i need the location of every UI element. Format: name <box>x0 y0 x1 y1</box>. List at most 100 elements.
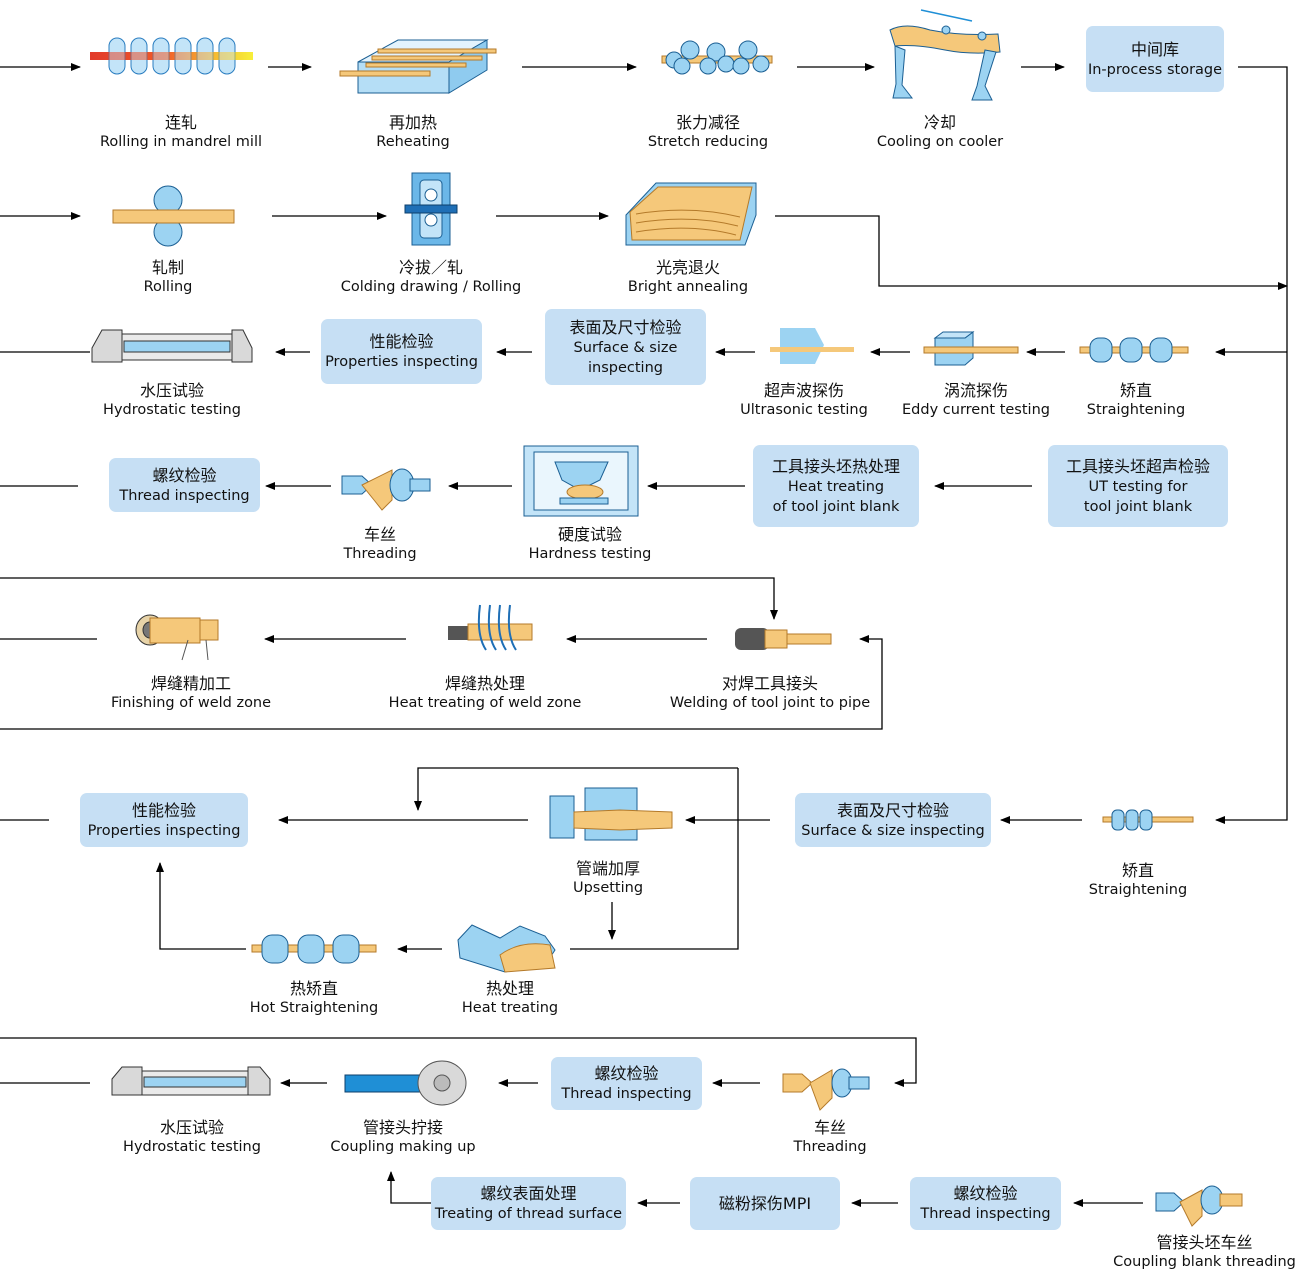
heat-treatment-furnace-icon <box>457 924 556 973</box>
upsetting-press-icon <box>549 787 673 841</box>
rolling-icon <box>112 185 235 247</box>
step-label-en: In-process storage <box>1087 61 1223 78</box>
step-label-en: Stretch reducing <box>647 134 769 150</box>
connector-line <box>414 767 738 811</box>
step-label-cn: 性能检验 <box>369 332 434 351</box>
step-label-en: Hot Straightening <box>249 1000 379 1016</box>
step-label-cn: 螺纹表面处理 <box>480 1184 577 1203</box>
step-label-cn: 超声波探伤 <box>763 381 844 400</box>
step-label-cn: 性能检验 <box>131 800 196 820</box>
connector-line <box>0 635 883 730</box>
step-hot-straightening: 热矫直 Hot Straightening <box>244 978 384 1018</box>
step-heat-treating-weld-zone: 焊缝热处理 Heat treating of weld zone <box>385 673 585 713</box>
ultrasonic-probe-icon <box>770 328 854 364</box>
connector-line <box>387 1171 431 1204</box>
step-label-en: Welding of tool joint to pipe <box>669 695 871 711</box>
step-label-cn: 管端加厚 <box>575 859 640 878</box>
step-label-cn: 车丝 <box>363 525 396 544</box>
step-label-en: Hardness testing <box>528 546 652 562</box>
step-heat-treating-tool-joint: 工具接头坯热处理 Heat treating of tool joint bla… <box>753 445 919 527</box>
step-label-en: Treating of thread surface <box>434 1206 623 1222</box>
step-label-en: Rolling <box>143 279 193 295</box>
step-label-en: Ultrasonic testing <box>740 402 868 418</box>
step-stretch-reducing: 张力减径 Stretch reducing <box>628 112 788 152</box>
step-label-en: Rolling in mandrel mill <box>99 134 263 150</box>
step-label-cn: 工具接头坯热处理 <box>771 456 900 476</box>
step-label-en: of tool joint blank <box>772 498 900 515</box>
step-label-cn: 光亮退火 <box>655 258 720 277</box>
step-label-en: Cooling on cooler <box>876 134 1004 150</box>
step-upsetting: 管端加厚 Upsetting <box>552 858 664 898</box>
step-label-cn: 管接头拧接 <box>362 1118 443 1137</box>
step-label-en: Straightening <box>1088 882 1188 898</box>
step-label-cn: 矫直 <box>1121 861 1154 880</box>
step-label-cn: 焊缝热处理 <box>444 674 525 693</box>
step-hardness-testing: 硬度试验 Hardness testing <box>520 524 660 564</box>
connector-line <box>0 1037 917 1087</box>
step-finishing-weld-zone: 焊缝精加工 Finishing of weld zone <box>105 673 277 713</box>
step-heat-treating: 热处理 Heat treating <box>450 978 570 1018</box>
step-label-cn: 表面及尺寸检验 <box>569 317 682 337</box>
step-label-en: tool joint blank <box>1083 498 1193 515</box>
step-thread-inspecting: 螺纹检验 Thread inspecting <box>109 458 260 512</box>
connector-line <box>775 215 1288 290</box>
straightener-icon <box>1079 337 1189 363</box>
step-label-en: Thread inspecting <box>561 1086 692 1102</box>
step-label-cn: 矫直 <box>1119 381 1152 400</box>
coupling-threading-icon <box>1155 1185 1243 1227</box>
hydrostatic-tester-icon <box>91 329 253 363</box>
step-label-cn: 水压试验 <box>139 381 204 400</box>
step-label-cn: 冷却 <box>923 113 956 132</box>
step-hydrostatic-testing: 水压试验 Hydrostatic testing <box>97 380 247 420</box>
step-thread-inspecting: 螺纹检验 Thread inspecting <box>910 1177 1061 1230</box>
step-coupling-blank-threading: 管接头坯车丝 Coupling blank threading <box>1112 1232 1297 1272</box>
step-hydrostatic-testing: 水压试验 Hydrostatic testing <box>117 1117 267 1157</box>
step-surface-size-inspecting: 表面及尺寸检验 Surface & size inspecting <box>795 793 991 847</box>
step-label-cn: 张力减径 <box>675 113 740 132</box>
hydrostatic-tester-icon <box>111 1066 271 1096</box>
connector-line <box>156 862 246 950</box>
step-label-cn: 冷拔／轧 <box>398 258 463 277</box>
step-treating-thread-surface: 螺纹表面处理 Treating of thread surface <box>431 1177 626 1230</box>
step-threading: 车丝 Threading <box>330 524 430 564</box>
furnace-icon <box>339 39 497 94</box>
step-label-cn: 表面及尺寸检验 <box>836 800 949 820</box>
step-label-cn: 连轧 <box>164 113 197 132</box>
step-label-en: Straightening <box>1086 402 1186 418</box>
step-cooling: 冷却 Cooling on cooler <box>865 112 1015 152</box>
step-rolling: 轧制 Rolling <box>108 257 228 297</box>
step-rolling-mandrel-mill: 连轧 Rolling in mandrel mill <box>90 112 272 152</box>
step-label-en: Coupling making up <box>330 1139 476 1155</box>
step-label-en: Heat treating <box>787 478 885 495</box>
step-mpi: 磁粉探伤MPI <box>690 1177 840 1230</box>
step-label-en: UT testing for <box>1088 478 1188 495</box>
connector-line <box>0 577 778 620</box>
tool-joint-welding-icon <box>735 628 832 650</box>
step-coupling-making-up: 管接头拧接 Coupling making up <box>323 1117 483 1157</box>
coupling-machine-icon <box>344 1060 467 1106</box>
step-in-process-storage: 中间库 In-process storage <box>1086 26 1224 92</box>
step-label-cn: 中间库 <box>1130 39 1179 59</box>
step-label-en: Coupling blank threading <box>1113 1254 1296 1270</box>
step-label-en: Thread inspecting <box>119 487 250 504</box>
connector-line <box>570 768 739 950</box>
step-label-cn: 热矫直 <box>289 979 338 998</box>
step-ultrasonic-testing: 超声波探伤 Ultrasonic testing <box>735 380 873 420</box>
step-welding-tool-joint: 对焊工具接头 Welding of tool joint to pipe <box>668 673 872 713</box>
step-label-en: Heat treating <box>461 1000 559 1016</box>
cold-drawing-icon <box>404 172 458 246</box>
connectors <box>0 63 1288 1207</box>
step-label-cn: 轧制 <box>151 258 184 277</box>
step-label-cn: 涡流探伤 <box>943 381 1008 400</box>
step-label-cn: 车丝 <box>813 1118 846 1137</box>
step-label-en: Colding drawing / Rolling <box>340 279 522 295</box>
step-straightening: 矫直 Straightening <box>1078 380 1194 420</box>
step-thread-inspecting: 螺纹检验 Thread inspecting <box>551 1057 702 1110</box>
cooling-bed-icon <box>889 9 1001 101</box>
step-label-en: Surface & size <box>573 339 678 356</box>
annealing-furnace-icon <box>625 182 757 246</box>
step-label-cn: 管接头坯车丝 <box>1156 1233 1253 1252</box>
step-label-en: Properties inspecting <box>325 354 478 370</box>
step-label-cn: 工具接头坯超声检验 <box>1065 456 1210 476</box>
step-label-en: Bright annealing <box>627 279 749 295</box>
